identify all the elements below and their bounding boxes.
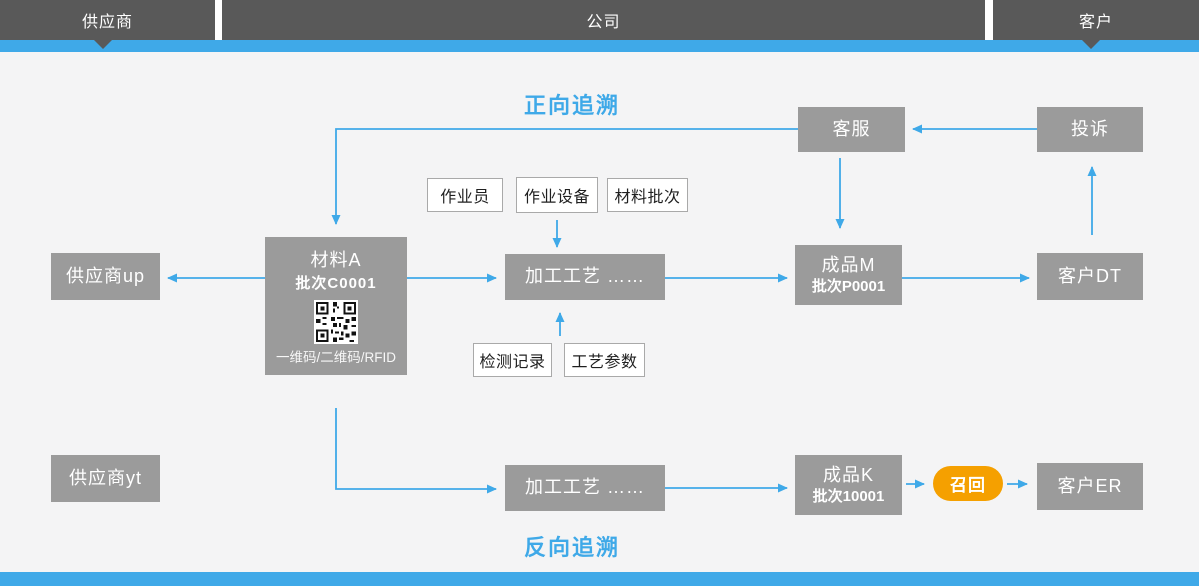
bottom-accent-bar [0, 572, 1199, 586]
node-material-a: 材料A 批次C0001 一维码/二维码/RFID [265, 237, 407, 375]
lane-supplier: 供应商 [0, 0, 215, 40]
node-supplier-yt-label: 供应商yt [68, 467, 142, 488]
qr-code-icon [314, 299, 358, 344]
node-recall-label: 召回 [950, 476, 986, 495]
node-customer-service: 客服 [798, 107, 905, 152]
node-customer-er: 客户ER [1037, 463, 1143, 510]
lane-company-label: 公司 [586, 14, 621, 31]
lane-bar: 供应商 公司 客户 [0, 0, 1199, 40]
node-customer-dt: 客户DT [1037, 253, 1143, 300]
tag-inspection-record-label: 检测记录 [479, 354, 546, 371]
forward-trace-title: 正向追溯 [523, 93, 620, 118]
node-customer-dt-label: 客户DT [1058, 265, 1122, 286]
lane-company: 公司 [222, 0, 985, 40]
node-product-k: 成品K 批次10001 [795, 455, 902, 515]
lane-customer: 客户 [993, 0, 1199, 40]
material-a-title: 材料A [310, 250, 362, 270]
customer-pointer-triangle [1082, 40, 1100, 49]
node-recall-badge: 召回 [933, 466, 1003, 501]
arrow-material-a-to-process2 [335, 408, 497, 494]
top-accent-bar [0, 40, 1199, 52]
node-process-1-label: 加工工艺 …… [524, 266, 645, 287]
tag-material-batch-label: 材料批次 [614, 189, 681, 206]
node-process-1: 加工工艺 …… [505, 254, 665, 300]
tag-operator-label: 作业员 [440, 189, 490, 206]
product-k-batch: 批次10001 [812, 487, 885, 505]
tag-equipment-label: 作业设备 [523, 189, 590, 206]
tag-process-params: 工艺参数 [564, 343, 645, 377]
node-process-2-label: 加工工艺 …… [524, 477, 645, 498]
product-k-title: 成品K [822, 464, 874, 485]
node-supplier-up-label: 供应商up [65, 265, 146, 286]
product-m-title: 成品M [821, 254, 876, 275]
node-complaint-label: 投诉 [1071, 118, 1109, 139]
material-a-batch: 批次C0001 [295, 275, 377, 293]
lane-customer-label: 客户 [1078, 14, 1113, 31]
tag-equipment: 作业设备 [516, 177, 598, 213]
node-supplier-up: 供应商up [51, 253, 160, 300]
node-customer-er-label: 客户ER [1057, 475, 1123, 496]
node-supplier-yt: 供应商yt [51, 455, 160, 502]
node-process-2: 加工工艺 …… [505, 465, 665, 511]
node-product-m: 成品M 批次P0001 [795, 245, 902, 305]
backward-trace-title: 反向追溯 [523, 535, 620, 560]
tag-process-params-label: 工艺参数 [571, 354, 638, 371]
product-m-batch: 批次P0001 [811, 277, 886, 295]
supplier-pointer-triangle [94, 40, 112, 49]
node-customer-service-label: 客服 [832, 118, 871, 139]
material-a-code-caption: 一维码/二维码/RFID [276, 349, 396, 365]
tag-operator: 作业员 [427, 178, 503, 212]
lane-supplier-label: 供应商 [81, 14, 133, 31]
tag-material-batch: 材料批次 [607, 178, 688, 212]
node-complaint: 投诉 [1037, 107, 1143, 152]
tag-inspection-record: 检测记录 [473, 343, 552, 377]
